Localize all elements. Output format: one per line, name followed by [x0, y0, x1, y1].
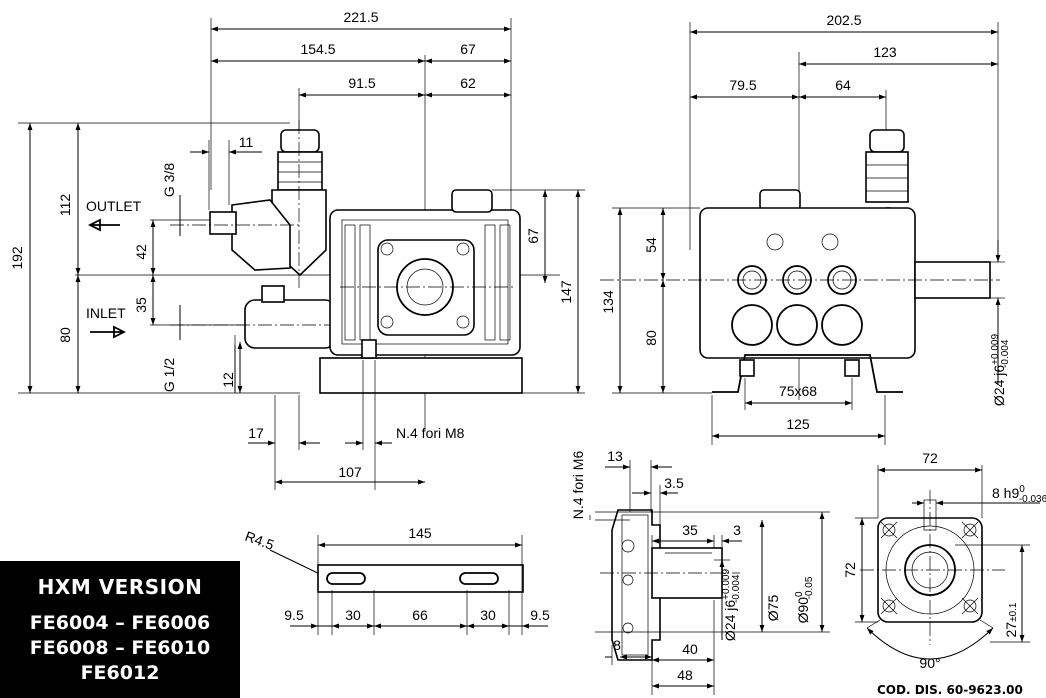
key-dim: 8 h90-0.036: [992, 484, 1046, 505]
dim-90-flange: Ø900-0.05: [794, 576, 815, 623]
dim-75x68: 75x68: [779, 383, 817, 399]
bracket-radius: R4.5: [243, 528, 276, 553]
thread-inlet: G 1/2: [161, 358, 177, 392]
dim-24-flange: Ø24 j6+0.009-0.004: [721, 569, 742, 642]
front-view: 221.5 154.5 67 91.5 62 11 192 112 80 42 …: [9, 9, 585, 490]
dim-202-5: 202.5: [826, 12, 861, 28]
version-title: HXM VERSION: [37, 575, 203, 599]
dim-80-left: 80: [57, 327, 73, 343]
inlet-label: INLET: [86, 305, 126, 321]
dim-79-5: 79.5: [729, 77, 756, 93]
dim-75-flange: Ø75: [765, 595, 781, 622]
angle-90: 90°: [919, 655, 940, 671]
body-ribs: [344, 224, 511, 341]
dim-62: 62: [460, 75, 476, 91]
drawing-code: COD. DIS. 60-9623.00: [877, 683, 1023, 697]
dim-72-side: 72: [842, 562, 858, 578]
version-box: HXM VERSION FE6004 – FE6006 FE6008 – FE6…: [0, 561, 240, 698]
dim-40: 40: [682, 641, 698, 657]
dim-3-5: 3.5: [664, 475, 684, 491]
dim-48: 48: [677, 667, 693, 683]
dim-64: 64: [835, 77, 851, 93]
flange-front-view: 72 8 h90-0.036 72 27±0.1 90°: [842, 450, 1046, 671]
thread-outlet: G 3/8: [161, 163, 177, 197]
holes-note-m8: N.4 fori M8: [396, 425, 465, 441]
model-line-3: FE6012: [80, 662, 160, 684]
dim-9-5-left: 9.5: [284, 607, 304, 623]
model-line-2: FE6008 – FE6010: [29, 637, 211, 659]
dim-80-side: 80: [643, 330, 659, 346]
dim-72-top: 72: [922, 450, 938, 466]
dim-107: 107: [338, 464, 362, 480]
dim-11: 11: [239, 134, 254, 150]
dim-9-5-right: 9.5: [530, 607, 550, 623]
dim-30-left: 30: [345, 607, 361, 623]
dim-112: 112: [57, 194, 73, 217]
dim-67-top: 67: [460, 41, 476, 57]
side-view: 202.5 123 79.5 64: [600, 12, 1011, 445]
dim-54: 54: [643, 237, 659, 253]
flange-side-view: N.4 fori M6 13 3.5 35 3 Ø2: [570, 448, 830, 695]
model-list: FE6004 – FE6006 FE6008 – FE6010 FE6012: [0, 611, 240, 686]
dim-66: 66: [412, 607, 428, 623]
dim-91-5: 91.5: [348, 75, 375, 91]
dim-123: 123: [873, 44, 897, 60]
dim-154-5: 154.5: [300, 41, 335, 57]
dim-27: 27±0.1: [1003, 602, 1019, 637]
dim-17: 17: [248, 425, 264, 441]
dim-8: 8: [613, 637, 621, 653]
dim-35: 35: [133, 297, 149, 313]
dim-192: 192: [9, 246, 25, 270]
dim-13: 13: [607, 448, 623, 464]
dim-147: 147: [558, 280, 574, 304]
dim-3: 3: [733, 522, 741, 538]
dim-67-right: 67: [525, 228, 541, 244]
dim-35-flange: 35: [682, 522, 698, 538]
outlet-label: OUTLET: [86, 198, 142, 214]
dim-30-right: 30: [480, 607, 496, 623]
dim-12: 12: [220, 372, 236, 388]
dim-134: 134: [600, 290, 616, 314]
dim-221-5: 221.5: [343, 9, 378, 25]
dim-125: 125: [786, 416, 810, 432]
model-line-1: FE6004 – FE6006: [29, 612, 211, 634]
side-shaft-dia: Ø24 j6+0.009-0.004: [990, 334, 1011, 407]
bracket-plate: R4.5 145 9.5 30 66 30 9.5: [243, 525, 550, 635]
holes-note-m6: N.4 fori M6: [570, 451, 586, 520]
dim-145: 145: [408, 525, 432, 541]
dim-42: 42: [133, 244, 149, 260]
